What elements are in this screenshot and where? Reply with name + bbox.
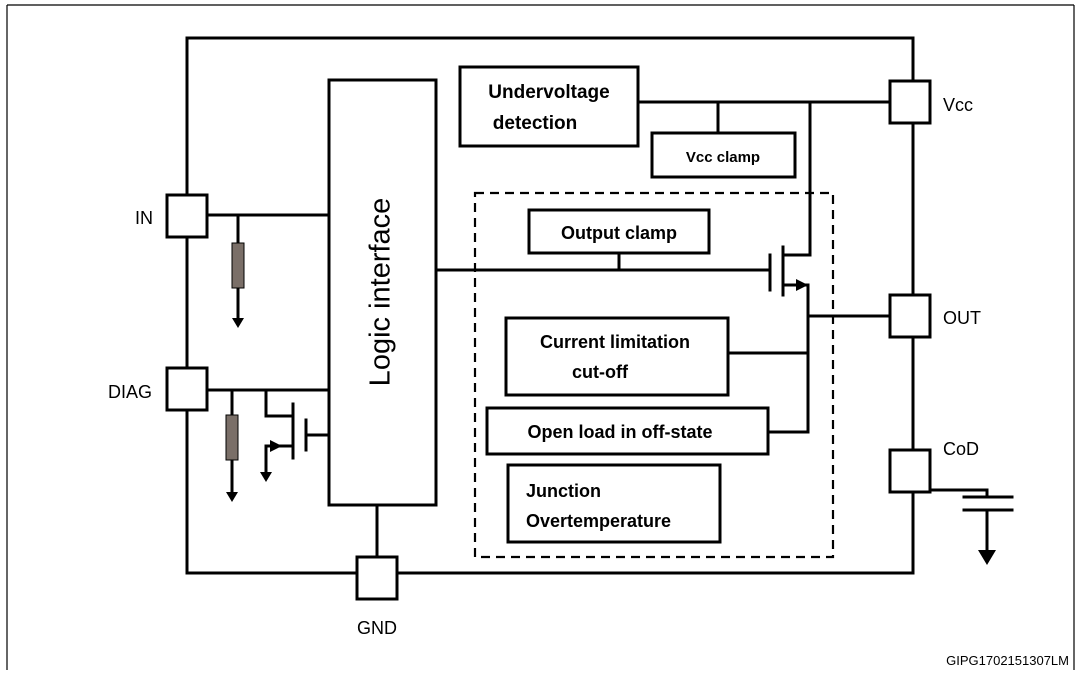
pin-cod-label: CoD (943, 439, 979, 459)
pin-gnd-label: GND (357, 618, 397, 638)
vcc-clamp-block (650, 131, 797, 179)
current-limitation-label-line1: Current limitation (540, 332, 690, 352)
in-ground-arrow-icon (232, 318, 244, 328)
diag-pulldown-resistor (225, 414, 239, 461)
pin-vcc-label: Vcc (943, 95, 973, 115)
output-clamp-block (527, 208, 711, 255)
fet-ground-arrow-icon (260, 472, 272, 482)
in-pulldown-resistor (231, 242, 245, 289)
undervoltage-label-line2: detection (493, 113, 577, 134)
power-fet-arrow-icon (796, 279, 808, 291)
pin-in-label: IN (135, 208, 153, 228)
pin-diag-label: DIAG (108, 382, 152, 402)
open-load-label: Open load in off-state (527, 422, 712, 442)
pin-diag (165, 366, 209, 412)
junction-label-line2: Overtemperature (526, 511, 671, 531)
output-clamp-label: Output clamp (561, 223, 677, 243)
logic-interface-block (327, 78, 438, 507)
pin-out (888, 293, 932, 339)
current-limitation-block (504, 316, 730, 397)
junction-label-line1: Junction (526, 481, 601, 501)
logic-interface-label: Logic interface (365, 198, 397, 387)
pin-out-label: OUT (943, 308, 981, 328)
undervoltage-detection-block (458, 65, 640, 148)
undervoltage-label-line1: Undervoltage (488, 82, 609, 103)
figure-code: GIPG1702151307LM (946, 653, 1069, 668)
pin-cod (888, 448, 932, 494)
open-load-block (485, 406, 770, 456)
diag-ground-arrow-icon (226, 492, 238, 502)
protection-group-dashed-box (473, 191, 835, 559)
junction-overtemperature-block (506, 463, 722, 544)
diag-fet-arrow-icon (270, 440, 282, 452)
cod-ground-arrow-icon (978, 550, 996, 565)
pin-gnd (355, 555, 399, 601)
pin-vcc (888, 79, 932, 125)
vcc-clamp-label: Vcc clamp (686, 149, 760, 166)
current-limitation-label-line2: cut-off (572, 362, 629, 382)
pin-in (165, 193, 209, 239)
